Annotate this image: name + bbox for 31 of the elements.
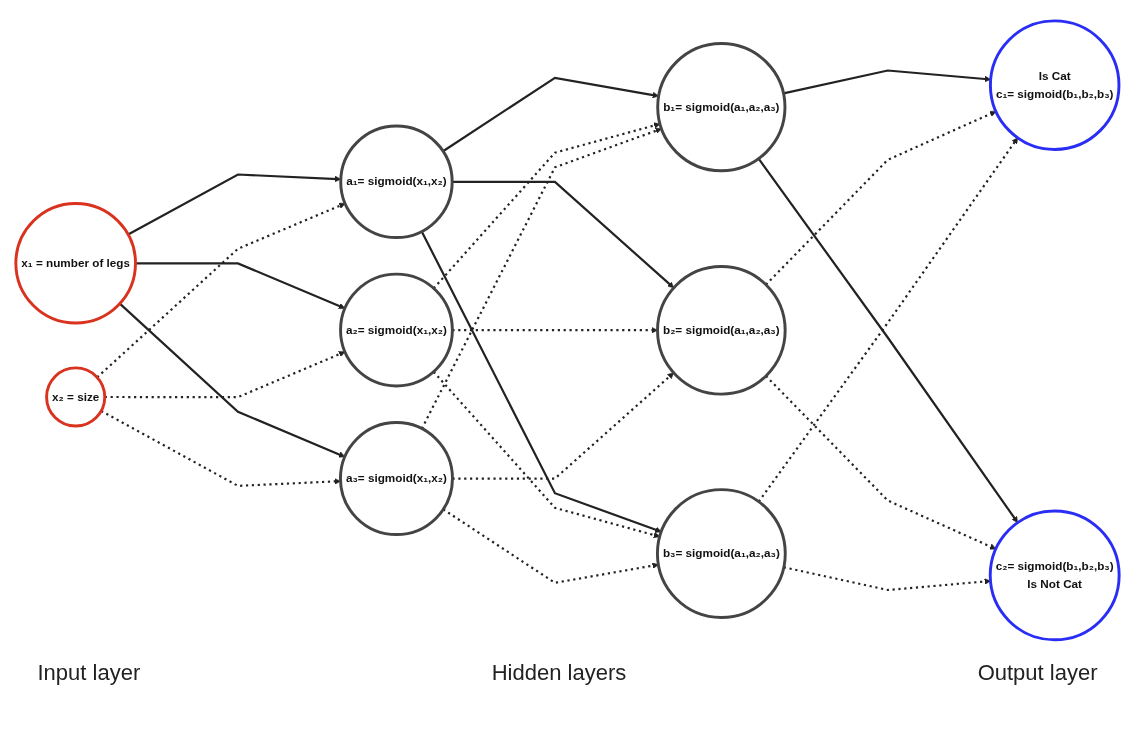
layer-label: Input layer xyxy=(37,660,141,686)
arrow xyxy=(442,508,659,584)
arrow xyxy=(452,180,674,288)
arrow xyxy=(452,372,674,480)
arrow xyxy=(432,370,660,538)
arrow xyxy=(127,173,342,236)
node-circle: a₁= sigmoid(x₁,x₂) xyxy=(339,124,454,239)
node-circle: a₃= sigmoid(x₁,x₂) xyxy=(338,420,454,536)
arrow xyxy=(765,110,997,286)
arrow xyxy=(783,69,991,95)
node-circle: x₁ = number of legs xyxy=(14,201,137,325)
arrow xyxy=(100,409,341,487)
arrow xyxy=(104,350,346,398)
arrow xyxy=(119,302,346,458)
arrow xyxy=(452,326,658,334)
arrow xyxy=(442,76,659,152)
layer-label: Output layer xyxy=(977,660,1098,686)
arrow xyxy=(420,230,662,533)
layer-label: Hidden layers xyxy=(491,660,627,686)
arrow xyxy=(432,122,661,289)
node-circle: c₂= sigmoid(b₁,b₂,b₃) Is Not Cat xyxy=(988,509,1121,641)
node-circle: b₁= sigmoid(a₁,a₂,a₃) xyxy=(656,41,787,172)
arrow xyxy=(96,202,346,378)
node-circle: b₃= sigmoid(a₁,a₂,a₃) xyxy=(655,487,787,619)
node-circle: x₂ = size xyxy=(45,366,107,428)
node-circle: a₂= sigmoid(x₁,x₂) xyxy=(339,272,454,388)
arrow xyxy=(135,261,346,309)
arrow xyxy=(783,565,991,591)
node-circle: b₂= sigmoid(a₁,a₂,a₃) xyxy=(656,264,787,396)
arrow xyxy=(765,374,997,550)
node-circle: Is Cat c₁= sigmoid(b₁,b₂,b₃) xyxy=(988,19,1121,151)
